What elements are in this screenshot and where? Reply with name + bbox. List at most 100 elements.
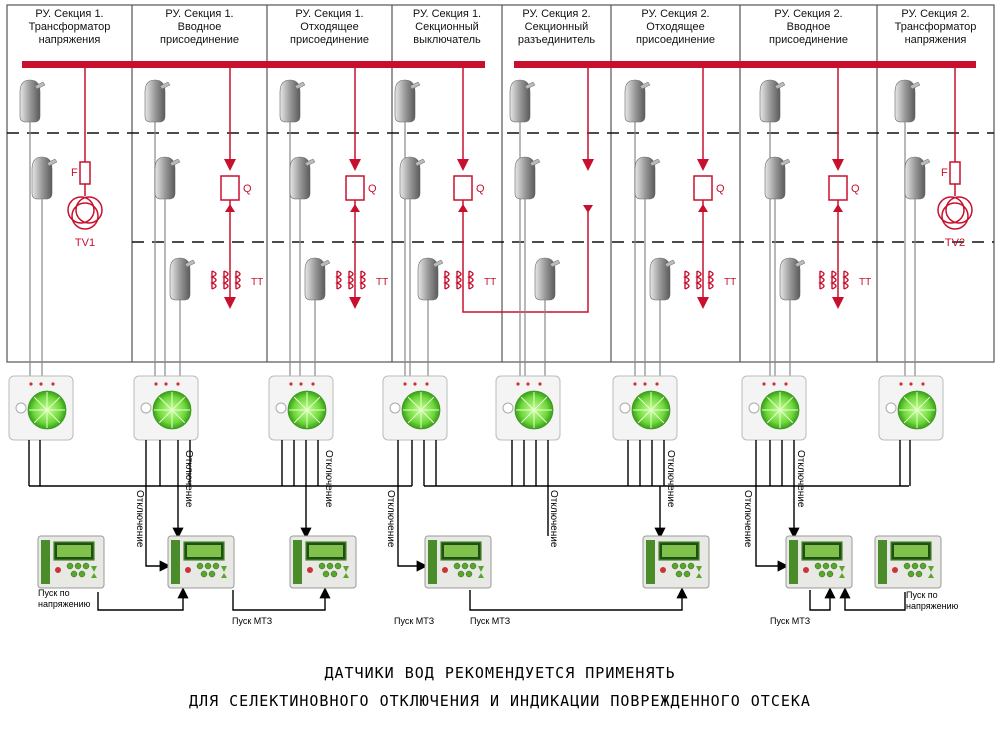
relay-2-key-2 xyxy=(204,562,212,570)
arc-sensor-2-spoke-2 xyxy=(171,409,186,424)
probe-5-2-head xyxy=(529,158,541,167)
arc-sensor-1-led-3 xyxy=(51,382,55,386)
mtz-wire-3 xyxy=(809,587,836,611)
relay-5-screen xyxy=(662,545,696,557)
voltage-start-wire-1 xyxy=(97,587,189,611)
relay-7-key-2 xyxy=(911,562,919,570)
probe-3-1 xyxy=(279,79,306,376)
probe-6-3-head xyxy=(664,259,676,268)
arc-sensor-6-led-2 xyxy=(643,382,647,386)
section-disconnector-arrow-down xyxy=(583,205,593,213)
arc-sensor-1-led-1 xyxy=(29,382,33,386)
probe-1-1 xyxy=(19,79,46,376)
arc-sensor-7-spoke-6 xyxy=(766,396,781,411)
tv1-circuit-label: TV1 xyxy=(75,237,95,249)
control-wiring xyxy=(28,440,911,611)
probe-3-3 xyxy=(304,257,331,376)
sensor-probes xyxy=(19,79,931,376)
relay-2-side-strip xyxy=(171,540,180,584)
relay-2-key-5 xyxy=(208,570,216,578)
arc-sensor-6-spoke-8 xyxy=(650,396,665,411)
relay-4-key-4 xyxy=(457,570,465,578)
mtz-label-2: Пуск МТЗ xyxy=(394,616,434,626)
probe-4-2 xyxy=(399,156,426,376)
arc-sensor-7-indicator xyxy=(748,402,760,414)
footer-line-2: ДЛЯ СЕЛЕКТИНОВНОГО ОТКЛЮЧЕНИЯ И ИНДИКАЦИ… xyxy=(189,692,811,710)
out1-circuit-ct-1 xyxy=(335,270,342,290)
arc-sensor-2-spoke-6 xyxy=(158,396,173,411)
arc-sensor-5-spoke-4 xyxy=(520,409,535,424)
sec-circuit-ct-3 xyxy=(467,270,474,290)
trip-label-3: Отключение xyxy=(323,450,334,508)
probe-4-1 xyxy=(394,79,421,376)
tv1-circuit-fuse-label: F xyxy=(71,167,78,179)
mtz-label-1: Пуск МТЗ xyxy=(232,616,272,626)
arc-sensor-2-indicator xyxy=(140,402,152,414)
voltage-start-label-2a: Пуск по xyxy=(906,590,938,600)
relay-6-key-4 xyxy=(818,570,826,578)
relay-4-key-5 xyxy=(465,570,473,578)
relay-5 xyxy=(642,535,710,589)
voltage-start-label-1a: Пуск по xyxy=(38,588,70,598)
arc-sensor-2 xyxy=(133,375,199,441)
probe-1-1-head xyxy=(34,81,46,90)
in2-circuit-breaker-label: Q xyxy=(851,183,860,195)
out1-circuit-ct-3 xyxy=(359,270,366,290)
tv1-circuit-winding-1 xyxy=(67,196,95,224)
arc-sensor-2-spoke-4 xyxy=(158,409,173,424)
trip-label-8: Отключение xyxy=(795,450,806,508)
probe-4-3-head xyxy=(432,259,444,268)
in1-circuit-ct-label: ТТ xyxy=(251,277,263,288)
relay-7-key-4 xyxy=(907,570,915,578)
tv2-circuit-winding-1 xyxy=(937,196,965,224)
arc-sensor-1-led-2 xyxy=(39,382,43,386)
relay-5-key-2 xyxy=(679,562,687,570)
sec-circuit-arrow-up xyxy=(458,204,468,212)
mtz-wire-2 xyxy=(469,587,688,611)
relay-3-key-5 xyxy=(330,570,338,578)
probe-2-1-head xyxy=(159,81,171,90)
arc-sensor-8 xyxy=(878,375,944,441)
out2-circuit-breaker xyxy=(693,175,713,201)
arc-sensor-7-led-2 xyxy=(772,382,776,386)
busbar-section-1 xyxy=(22,61,485,68)
probe-8-1 xyxy=(894,79,921,376)
tv1-circuit-winding-3 xyxy=(71,202,99,230)
probe-6-1-head xyxy=(639,81,651,90)
in2-circuit-current-transformers xyxy=(818,270,849,290)
sec-circuit-ct-label: ТТ xyxy=(484,277,496,288)
arc-sensor-4 xyxy=(382,375,448,441)
probe-7-3-head xyxy=(794,259,806,268)
relay-7-key-1 xyxy=(903,562,911,570)
arc-sensor-5-spoke-8 xyxy=(533,396,548,411)
relay-4-side-strip xyxy=(428,540,437,584)
trip-label-1: Отключение xyxy=(134,490,145,548)
voltage-start-wire-2 xyxy=(839,587,906,611)
probe-2-3 xyxy=(169,257,196,376)
probe-7-2-head xyxy=(779,158,791,167)
arc-sensor-1-indicator xyxy=(15,402,27,414)
busbar-section-2 xyxy=(514,61,976,68)
arc-sensor-8-spoke-8 xyxy=(916,396,931,411)
relay-5-key-4 xyxy=(675,570,683,578)
relay-2 xyxy=(167,535,235,589)
trip-label-7: Отключение xyxy=(742,490,753,548)
probe-4-3 xyxy=(417,257,444,376)
arc-sensor-7-led-3 xyxy=(784,382,788,386)
relay-1-key-5 xyxy=(78,570,86,578)
tv2-circuit-winding-2 xyxy=(945,196,973,224)
relay-5-key-1 xyxy=(671,562,679,570)
out1-circuit-ct-2 xyxy=(347,270,354,290)
sec-circuit-ct-1 xyxy=(443,270,450,290)
relay-3-nav-keys xyxy=(343,566,349,578)
arc-sensor-5-led-1 xyxy=(516,382,520,386)
tv2-circuit-label: TV2 xyxy=(945,237,965,249)
probe-7-1 xyxy=(759,79,786,376)
switchgear-frame xyxy=(6,4,995,363)
arc-sensor-2-led-3 xyxy=(176,382,180,386)
relay-5-side-strip xyxy=(646,540,655,584)
voltage-start-label-2b: напряжению xyxy=(906,601,959,611)
arc-sensor-2-spoke-8 xyxy=(171,396,186,411)
